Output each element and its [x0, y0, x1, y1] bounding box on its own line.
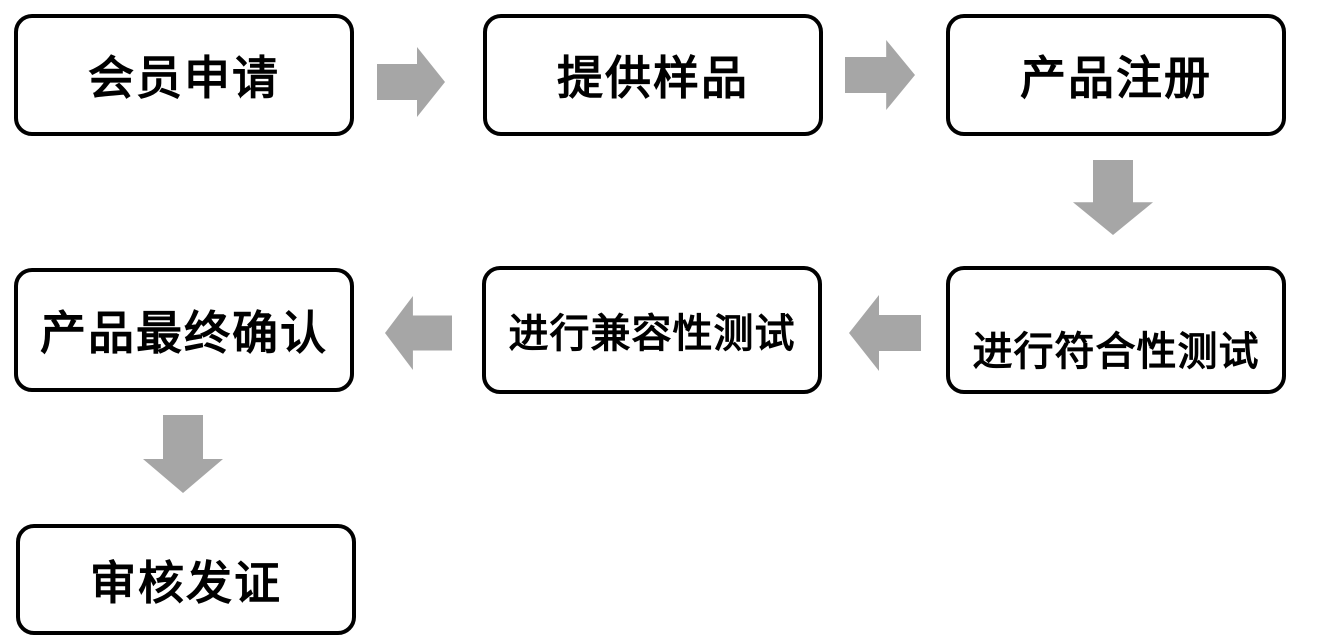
flow-node-provide-samples: 提供样品 — [483, 14, 823, 136]
flow-node-final-product-confirmation: 产品最终确认 — [14, 268, 354, 392]
flow-node-review-and-issue-certificate: 审核发证 — [16, 524, 356, 635]
right-arrow-icon — [377, 47, 445, 117]
flow-node-conformity-testing: 进行符合性测试 — [946, 266, 1286, 394]
left-arrow-icon — [385, 296, 452, 370]
right-arrow-icon — [845, 40, 915, 110]
flow-node-compatibility-testing: 进行兼容性测试 — [482, 266, 822, 394]
left-arrow-icon — [849, 295, 921, 371]
flow-node-product-registration: 产品注册 — [946, 14, 1286, 136]
down-arrow-icon — [1073, 160, 1153, 235]
flow-node-membership-application: 会员申请 — [14, 14, 354, 136]
down-arrow-icon — [143, 415, 223, 493]
